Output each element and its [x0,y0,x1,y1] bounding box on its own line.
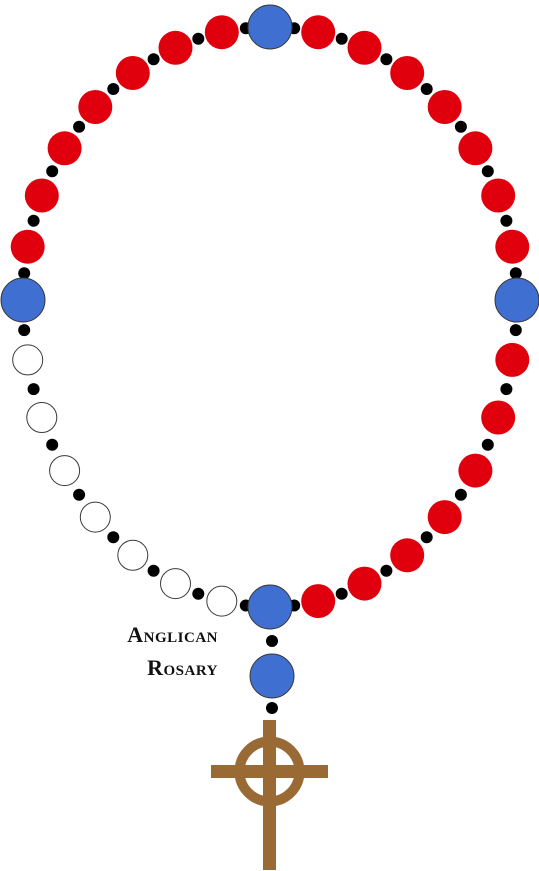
week-bead-red [116,56,150,90]
spacer-bead [482,165,494,177]
spacer-bead [18,324,30,336]
cross-horizontal-beam [211,765,328,778]
spacer-bead [148,53,160,65]
spacer-bead [107,83,119,95]
week-bead-red [205,15,239,49]
week-bead-red [390,56,424,90]
week-bead-red [390,538,424,572]
week-bead-white [118,540,148,570]
week-bead-red [348,31,382,65]
spacer-bead [500,383,512,395]
week-bead-red [48,131,82,165]
cruciform-bead [495,278,539,322]
week-bead-red [495,343,529,377]
week-bead-white [161,569,191,599]
week-bead-white [80,502,110,532]
week-bead-red [428,90,462,124]
spacer-bead [192,588,204,600]
spacer-bead [28,215,40,227]
stem-spacer-bead [266,702,278,714]
week-bead-red [348,567,382,601]
title-small-caps: OSARY [164,663,218,679]
cruciform-bead [248,5,292,49]
spacer-bead [500,215,512,227]
week-bead-white [27,403,57,433]
spacer-bead [28,383,40,395]
stem-spacer-bead [266,635,278,647]
spacer-bead [73,489,85,501]
week-bead-red [301,15,335,49]
invitatory-bead [250,654,294,698]
spacer-bead [510,267,522,279]
week-beads [11,15,530,618]
spacer-bead [192,33,204,45]
week-bead-white [50,456,80,486]
title-small-caps: NGLICAN [144,630,218,646]
cruciform-bead [1,278,45,322]
title-capital-letter: R [147,655,163,680]
title-capital-letter: A [127,622,143,647]
week-bead-red [78,90,112,124]
spacer-bead [421,83,433,95]
week-bead-red [481,401,515,435]
week-bead-red [301,584,335,618]
celtic-cross-icon [211,720,328,870]
week-bead-red [495,230,529,264]
spacer-bead [421,531,433,543]
spacer-bead [482,439,494,451]
cruciform-bead [248,585,292,629]
spacer-bead [46,439,58,451]
week-bead-white [207,586,237,616]
week-bead-red [458,131,492,165]
week-bead-red [428,500,462,534]
spacer-bead [46,165,58,177]
title-rosary: ROSARY [147,655,218,681]
week-bead-red [458,454,492,488]
spacer-bead [380,565,392,577]
spacer-bead [455,489,467,501]
title-anglican: ANGLICAN [127,622,218,648]
spacer-bead [336,33,348,45]
spacer-bead [107,531,119,543]
spacer-bead [148,565,160,577]
week-bead-red [481,179,515,213]
spacer-bead [380,53,392,65]
week-bead-white [13,345,43,375]
week-bead-red [25,179,59,213]
week-bead-red [11,230,45,264]
spacer-bead [336,588,348,600]
spacer-bead [455,121,467,133]
week-bead-red [159,31,193,65]
spacer-bead [18,267,30,279]
spacer-bead [73,121,85,133]
spacer-bead [510,324,522,336]
